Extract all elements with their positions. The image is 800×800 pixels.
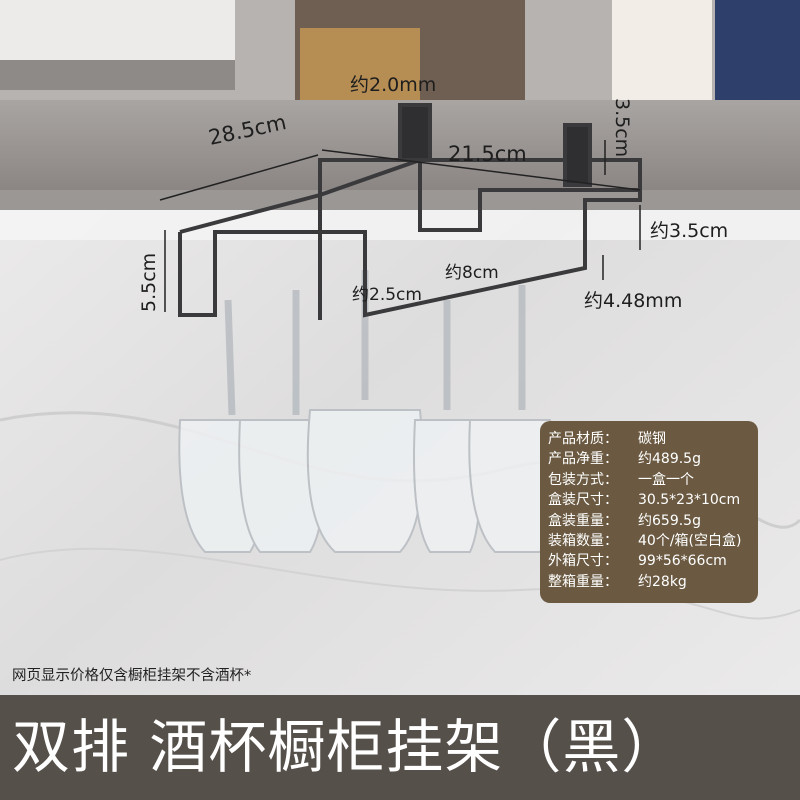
price-note: 网页显示价格仅含橱柜挂架不含酒杯*: [12, 668, 252, 684]
jar: [300, 28, 420, 108]
dim-slot-width: 约8cm: [445, 263, 499, 283]
product-title: 双排 酒杯橱柜挂架（黑）: [12, 713, 681, 781]
spec-key: 盒装尺寸：: [548, 492, 618, 509]
dim-hook-height: 3.5cm: [611, 98, 633, 158]
dimension-lines: [159, 140, 641, 312]
dim-gap: 约2.5cm: [352, 285, 422, 305]
spec-key: 整箱重量：: [548, 573, 618, 590]
spec-row: 装箱数量： 40个/箱(空白盒): [548, 531, 758, 551]
spec-row: 包装方式： 一盒一个: [548, 470, 758, 490]
spec-value: 99*56*66cm: [638, 553, 727, 570]
dim-height: 5.5cm: [138, 252, 160, 312]
spec-key: 包装方式：: [548, 471, 618, 488]
spec-value: 一盒一个: [638, 471, 694, 488]
spec-key: 盒装重量：: [548, 512, 618, 529]
spec-key: 产品净重：: [548, 451, 618, 468]
product-photo: 约2.0mm 28.5cm 21.5cm 3.5cm 约3.5cm 5.5cm …: [0, 0, 800, 695]
spec-value: 约28kg: [638, 573, 687, 590]
spec-row: 盒装尺寸： 30.5*23*10cm: [548, 490, 758, 510]
spec-value: 30.5*23*10cm: [638, 492, 741, 509]
wine-glasses: [178, 270, 555, 553]
glass-rack: [178, 103, 642, 320]
dim-hook-thickness: 约2.0mm: [350, 74, 437, 96]
spec-row: 产品净重： 约489.5g: [548, 449, 758, 469]
product-illustration: [0, 0, 800, 695]
dim-wire-thickness: 约4.48mm: [584, 290, 683, 312]
spec-key: 产品材质：: [548, 431, 618, 447]
spec-row: 整箱重量： 约28kg: [548, 572, 758, 592]
dim-width: 21.5cm: [448, 142, 527, 166]
spec-row: 产品材质： 碳钢: [548, 429, 758, 449]
spec-value: 碳钢: [638, 431, 666, 447]
spec-row: 外箱尺寸： 99*56*66cm: [548, 551, 758, 571]
spec-key: 装箱数量：: [548, 532, 618, 549]
spec-table: 产品材质： 碳钢产品净重： 约489.5g 包装方式： 一盒一个盒装尺寸： 30.5*23…: [540, 421, 758, 603]
title-band: 双排 酒杯橱柜挂架（黑）: [0, 695, 800, 800]
spec-value: 约659.5g: [638, 512, 701, 529]
dim-step-height: 约3.5cm: [650, 220, 729, 242]
spec-row: 盒装重量： 约659.5g: [548, 511, 758, 531]
spec-value: 40个/箱(空白盒): [638, 532, 742, 549]
spec-value: 约489.5g: [638, 451, 701, 468]
spec-key: 外箱尺寸：: [548, 553, 618, 570]
